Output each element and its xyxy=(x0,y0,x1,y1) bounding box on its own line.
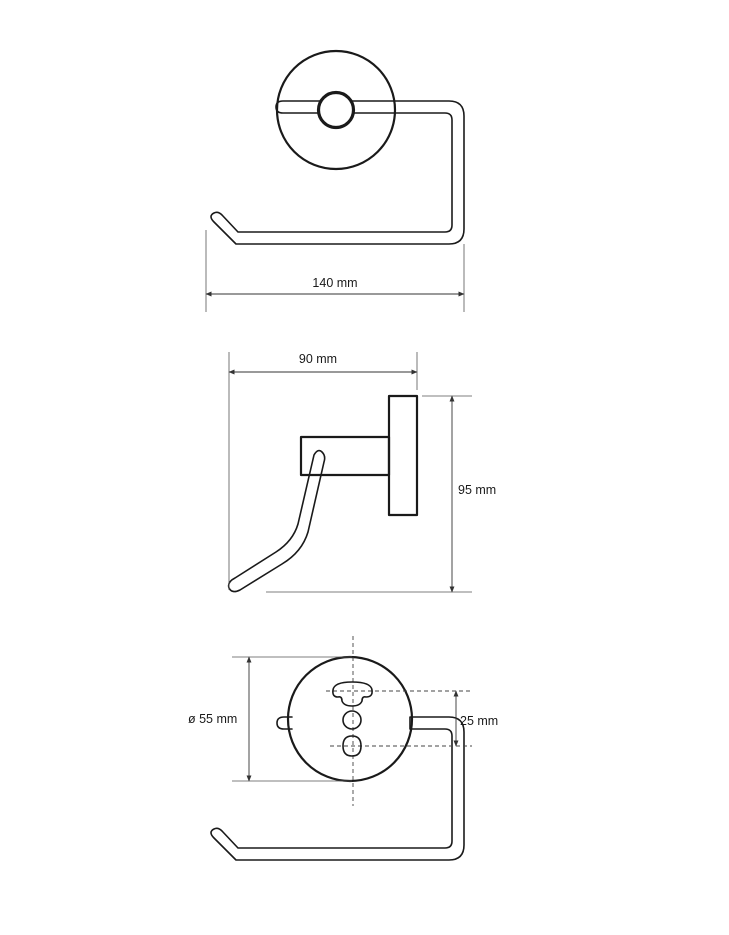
width-label: 140 mm xyxy=(312,276,357,290)
front-view: 140 mm xyxy=(205,49,465,312)
front-arm xyxy=(210,100,465,245)
depth-label: 90 mm xyxy=(299,352,337,366)
rear-view: ø 55 mm 25 mm xyxy=(188,636,498,861)
lower-oval-hole xyxy=(342,735,362,757)
height-label: 95 mm xyxy=(458,483,496,497)
front-hub-cover xyxy=(317,91,355,129)
side-base-plate xyxy=(387,394,419,517)
rear-arm-stub xyxy=(276,716,293,730)
spacing-label: 25 mm xyxy=(460,714,498,728)
side-view: 90 mm 95 mm xyxy=(227,352,496,593)
rear-base-plate xyxy=(286,655,414,783)
diameter-label: ø 55 mm xyxy=(188,712,237,726)
rear-arm xyxy=(210,716,465,861)
center-screw-hole xyxy=(342,710,362,730)
side-arm xyxy=(227,449,326,593)
side-bracket xyxy=(299,435,391,477)
keyhole-slot xyxy=(332,681,373,707)
